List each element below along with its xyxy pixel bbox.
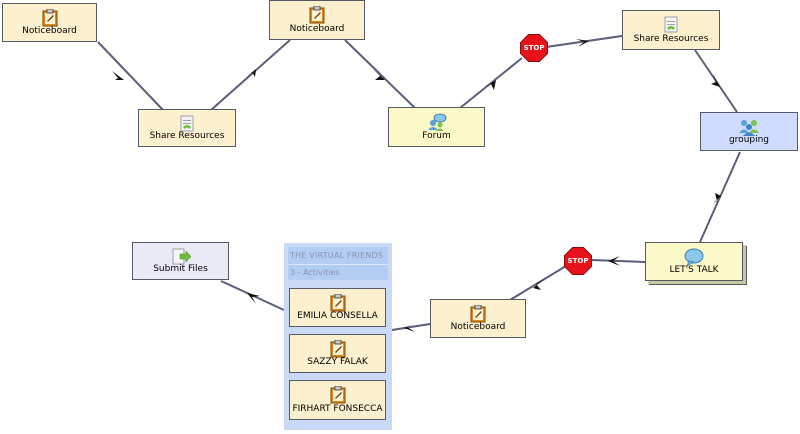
- stop-label: STOP: [523, 44, 545, 52]
- noticeboard-icon: [42, 9, 57, 27]
- group-title: THE VIRTUAL FRIENDS: [290, 251, 384, 260]
- group-activity-count: 3 - Activities: [290, 268, 340, 277]
- noticeboard-icon: [470, 305, 486, 323]
- arrowhead: [533, 279, 544, 290]
- noticeboard-icon: [330, 294, 345, 312]
- noticeboard-icon: [330, 386, 345, 404]
- group-header-divider: [288, 264, 388, 265]
- activity-noticeboard-2[interactable]: Noticeboard: [269, 0, 365, 40]
- transition-arrow: [591, 259, 646, 263]
- transition-arrow: [210, 39, 291, 111]
- stop-sign-icon: STOP: [565, 248, 591, 274]
- activity-label: Noticeboard: [289, 24, 345, 34]
- activity-label: Noticeboard: [22, 26, 77, 36]
- transition-arrow: [97, 41, 164, 111]
- activity-label: FIRHART FONSECCA: [292, 404, 383, 414]
- group-activity-2[interactable]: SAZZY FALAK: [289, 334, 386, 373]
- activity-forum[interactable]: Forum: [388, 107, 485, 147]
- arrowhead: [484, 80, 496, 90]
- activity-noticeboard-1[interactable]: Noticeboard: [2, 3, 97, 42]
- arrowhead: [608, 256, 620, 266]
- activity-label: Forum: [422, 131, 451, 141]
- activity-label: Share Resources: [633, 34, 709, 44]
- activity-share-resources-1[interactable]: Share Resources: [138, 109, 236, 147]
- activity-submit-files[interactable]: Submit Files: [132, 242, 229, 280]
- transition-arrow: [344, 39, 416, 109]
- arrowhead: [245, 69, 256, 79]
- stop-label: STOP: [567, 257, 589, 265]
- arrowhead: [576, 39, 589, 47]
- activity-label: Noticeboard: [450, 322, 506, 332]
- grouping-icon: [739, 120, 759, 136]
- activity-label: EMILIA CONSELLA: [297, 311, 378, 321]
- arrowhead: [713, 193, 721, 204]
- activity-share-resources-2[interactable]: Share Resources: [622, 10, 720, 50]
- activity-label: grouping: [728, 135, 770, 145]
- noticeboard-icon: [309, 6, 325, 24]
- activity-noticeboard-3[interactable]: Noticeboard: [430, 299, 526, 338]
- activity-label: Share Resources: [149, 131, 225, 141]
- stop-sign-icon: STOP: [521, 35, 547, 61]
- arrowhead: [404, 323, 415, 332]
- submit-files-icon: [172, 248, 191, 265]
- group-activity-1[interactable]: EMILIA CONSELLA: [289, 288, 386, 327]
- group-activity-3[interactable]: FIRHART FONSECCA: [289, 380, 386, 420]
- stop-gate-1[interactable]: STOP: [520, 34, 548, 62]
- arrowhead: [711, 74, 720, 87]
- transition-arrow: [459, 57, 523, 109]
- chat-bubble-icon: [684, 248, 704, 266]
- activity-grouping[interactable]: grouping: [700, 112, 798, 151]
- group-header: THE VIRTUAL FRIENDS 3 - Activities: [288, 247, 388, 280]
- forum-icon: [427, 113, 446, 131]
- noticeboard-icon: [330, 340, 345, 358]
- activity-label: SAZZY FALAK: [307, 357, 368, 367]
- arrowhead: [373, 69, 385, 80]
- share-resources-icon: [180, 115, 194, 132]
- transition-arrow: [391, 323, 431, 331]
- activity-chat[interactable]: LET'S TALK: [645, 242, 743, 281]
- activity-label: LET'S TALK: [669, 265, 719, 275]
- branching-group-virtual-friends[interactable]: THE VIRTUAL FRIENDS 3 - Activities EMILI…: [284, 243, 392, 430]
- activity-label: Submit Files: [153, 264, 208, 274]
- arrowhead: [112, 71, 124, 80]
- stop-gate-2[interactable]: STOP: [564, 247, 592, 275]
- share-resources-icon: [664, 16, 678, 33]
- arrowhead: [247, 293, 260, 304]
